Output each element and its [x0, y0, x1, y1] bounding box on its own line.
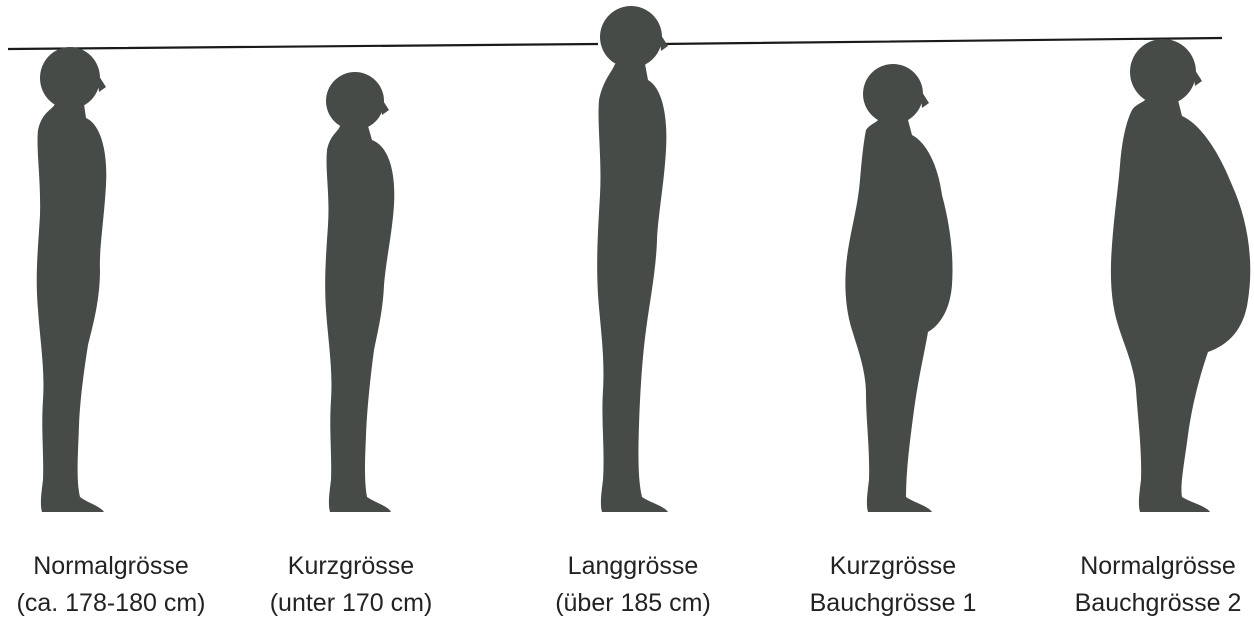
caption-normal-size-line1: Normalgrösse — [8, 548, 214, 585]
caption-short-size-line2: (unter 170 cm) — [253, 585, 449, 622]
caption-normal-belly-2-line1: Normalgrösse — [1064, 548, 1252, 585]
caption-short-size: Kurzgrösse (unter 170 cm) — [253, 548, 449, 622]
caption-short-belly-1-line2: Bauchgrösse 1 — [795, 585, 991, 622]
caption-short-belly-1-line1: Kurzgrösse — [795, 548, 991, 585]
caption-normal-size-line2: (ca. 178-180 cm) — [8, 585, 214, 622]
caption-tall-size: Langgrösse (über 185 cm) — [535, 548, 731, 622]
caption-normal-belly-2: Normalgrösse Bauchgrösse 2 — [1064, 548, 1252, 622]
silhouette-tall-size — [597, 6, 668, 512]
caption-short-size-line1: Kurzgrösse — [253, 548, 449, 585]
caption-normal-belly-2-line2: Bauchgrösse 2 — [1064, 585, 1252, 622]
silhouette-short-belly-1 — [845, 64, 952, 512]
caption-tall-size-line1: Langgrösse — [535, 548, 731, 585]
silhouette-short-size — [325, 72, 394, 512]
caption-tall-size-line2: (über 185 cm) — [535, 585, 731, 622]
silhouette-normal-belly-2 — [1111, 39, 1250, 512]
caption-short-belly-1: Kurzgrösse Bauchgrösse 1 — [795, 548, 991, 622]
silhouette-normal-size — [37, 47, 107, 512]
caption-normal-size: Normalgrösse (ca. 178-180 cm) — [8, 548, 214, 622]
